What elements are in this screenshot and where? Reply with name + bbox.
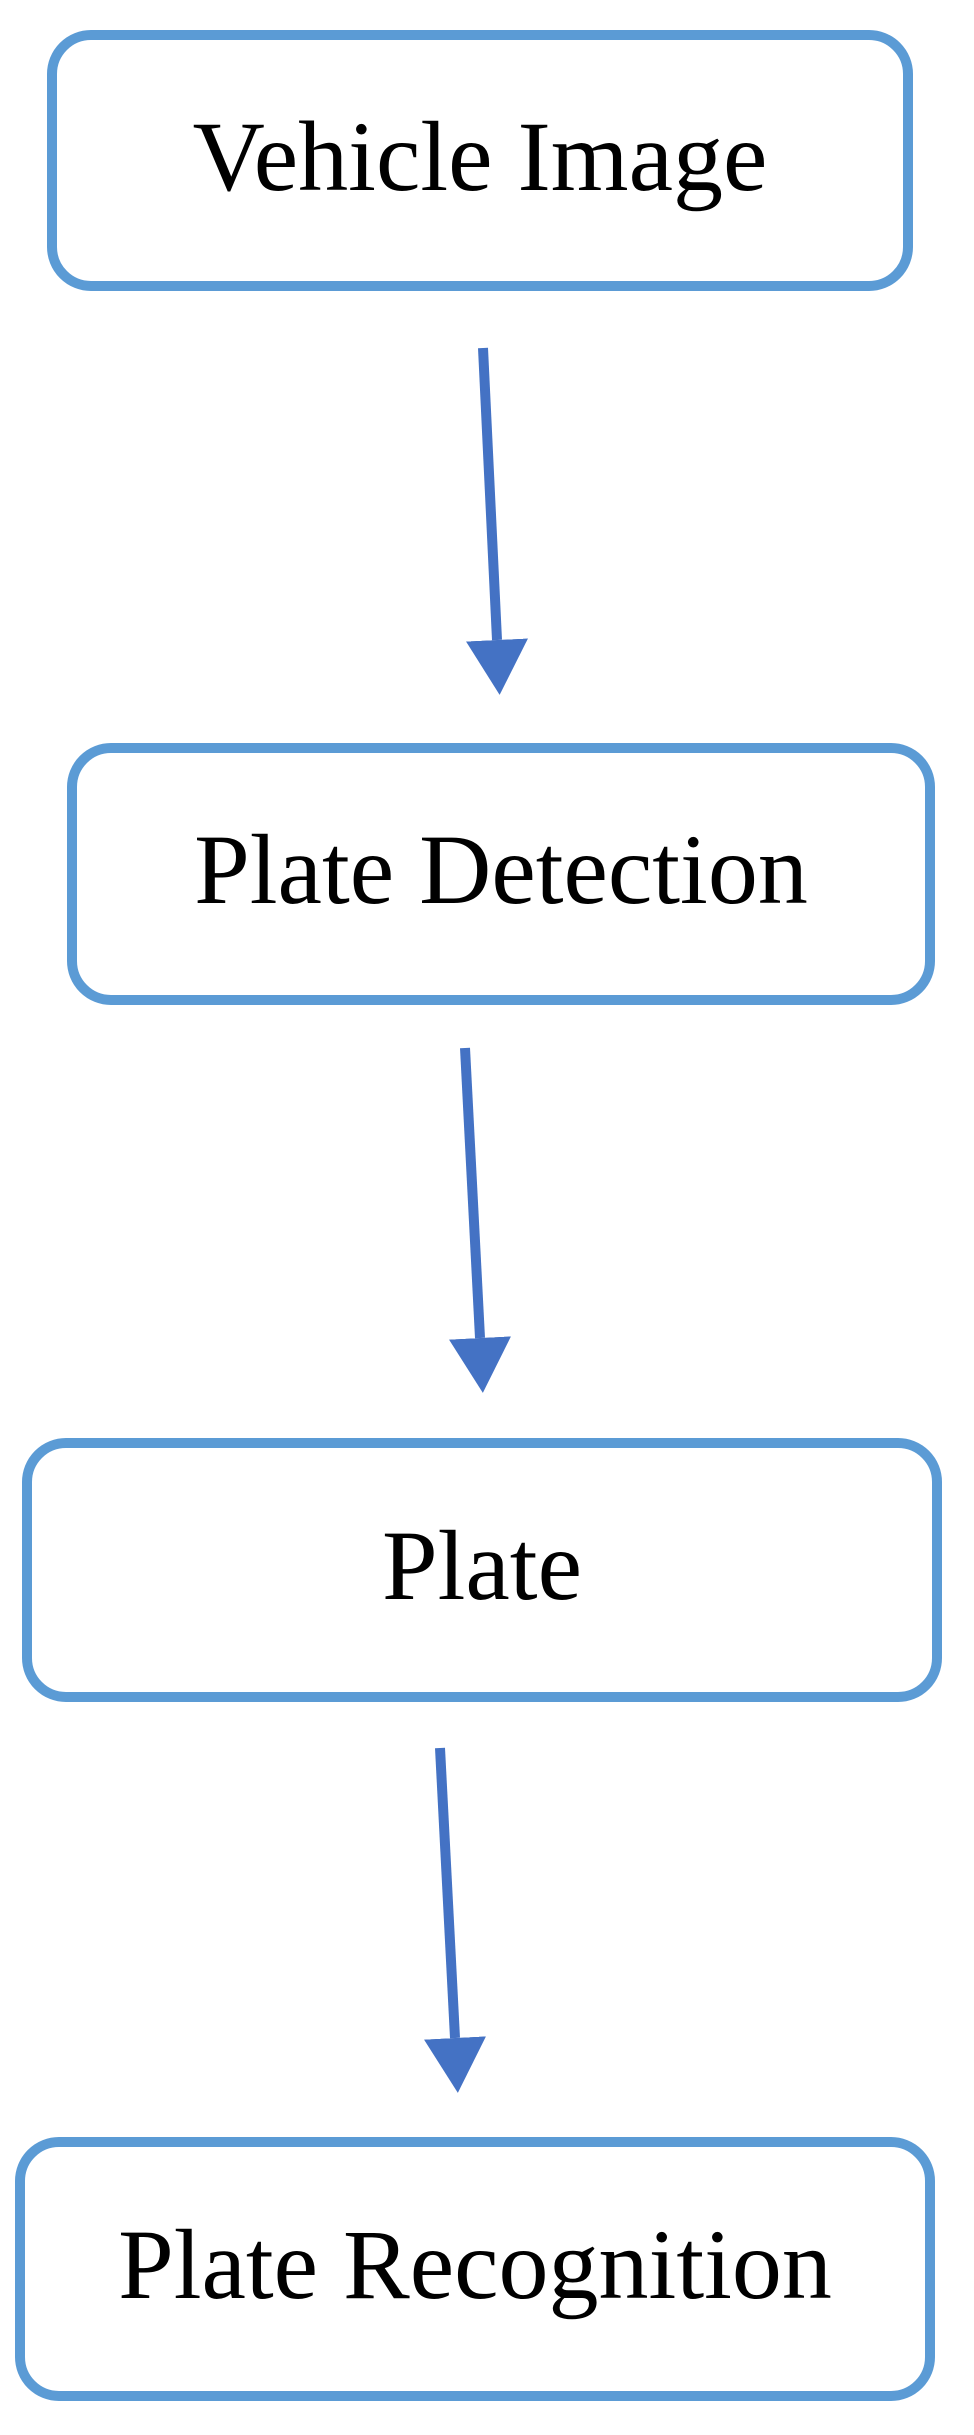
node-label: Plate Recognition (118, 2209, 832, 2320)
node-label: Vehicle Image (192, 100, 768, 212)
node-plate-detection: Plate Detection (67, 743, 935, 1005)
node-vehicle-image: Vehicle Image (47, 30, 913, 291)
down-arrow-icon-3 (424, 1747, 486, 2093)
node-plate-recognition: Plate Recognition (15, 2137, 935, 2401)
down-arrow-icon-1 (466, 347, 528, 695)
down-arrow-icon-2 (449, 1047, 511, 1393)
node-label: Plate Detection (194, 814, 808, 925)
node-plate: Plate (22, 1438, 942, 1702)
node-label: Plate (382, 1510, 582, 1621)
